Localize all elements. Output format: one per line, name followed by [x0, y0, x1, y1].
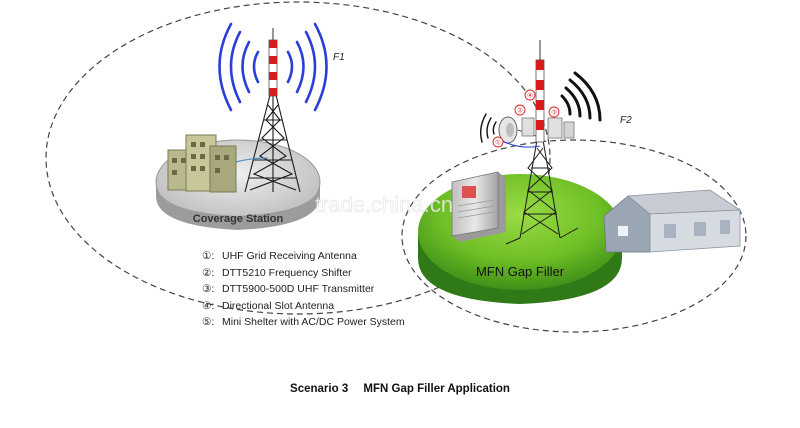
label-f2: F2	[620, 115, 632, 126]
marker-3: ③	[551, 109, 557, 117]
coverage-area-f1	[45, 1, 551, 315]
legend-item-number: ②:	[202, 266, 215, 279]
caption-scenario: Scenario 3	[290, 383, 349, 395]
station-cable	[235, 157, 269, 163]
legend-item-number: ⑤:	[202, 316, 215, 328]
component-legend: ①: UHF Grid Receiving Antenna ②: DTT5210 Fr…	[202, 248, 405, 331]
legend-item: ①: UHF Grid Receiving Antenna	[202, 248, 405, 265]
gap-filler-waves	[560, 71, 602, 122]
city-buildings	[167, 134, 237, 193]
gap-filler-tower	[505, 139, 579, 245]
legend-item-text: Directional Slot Antenna	[222, 299, 335, 312]
legend-item: ④: Directional Slot Antenna	[202, 298, 405, 315]
legend-item-text: DTT5900-500D UHF Transmitter	[222, 283, 375, 295]
label-f1: F1	[333, 52, 345, 63]
legend-item: ③: DTT5900-500D UHF Transmitter	[202, 281, 405, 298]
coverage-area-f2	[401, 139, 747, 333]
frequency-shifter-box	[521, 117, 535, 137]
receive-waves	[479, 113, 497, 143]
gap-filler-label: MFN Gap Filler	[476, 264, 565, 279]
legend-item-text: DTT5210 Frequency Shifter	[222, 266, 352, 279]
main-transmission-tower	[244, 94, 301, 193]
legend-item-number: ④:	[202, 299, 215, 312]
watermark: trade.china.cn	[315, 192, 453, 217]
legend-item-number: ③:	[202, 283, 215, 295]
broadcast-waves	[218, 22, 328, 112]
marker-2: ②	[517, 107, 523, 115]
caption-title: MFN Gap Filler Application	[363, 383, 510, 395]
gap-filler-mast	[535, 40, 545, 143]
main-tower-mast	[268, 28, 278, 97]
legend-item: ⑤: Mini Shelter with AC/DC Power System	[202, 314, 405, 331]
marker-1: ①	[495, 139, 501, 147]
legend-item-text: Mini Shelter with AC/DC Power System	[222, 316, 405, 328]
uhf-transmitter-box	[547, 117, 575, 139]
legend-item-text: UHF Grid Receiving Antenna	[222, 250, 357, 262]
figure-caption: Scenario 3 MFN Gap Filler Application	[0, 383, 800, 395]
rural-house	[603, 189, 742, 253]
legend-item-number: ①:	[202, 250, 215, 262]
legend-item: ②: DTT5210 Frequency Shifter	[202, 265, 405, 282]
mini-shelter-cabinet	[451, 171, 506, 242]
marker-4: ④	[527, 92, 533, 100]
coverage-station-label: Coverage Station	[193, 213, 284, 225]
component-markers	[492, 89, 560, 148]
